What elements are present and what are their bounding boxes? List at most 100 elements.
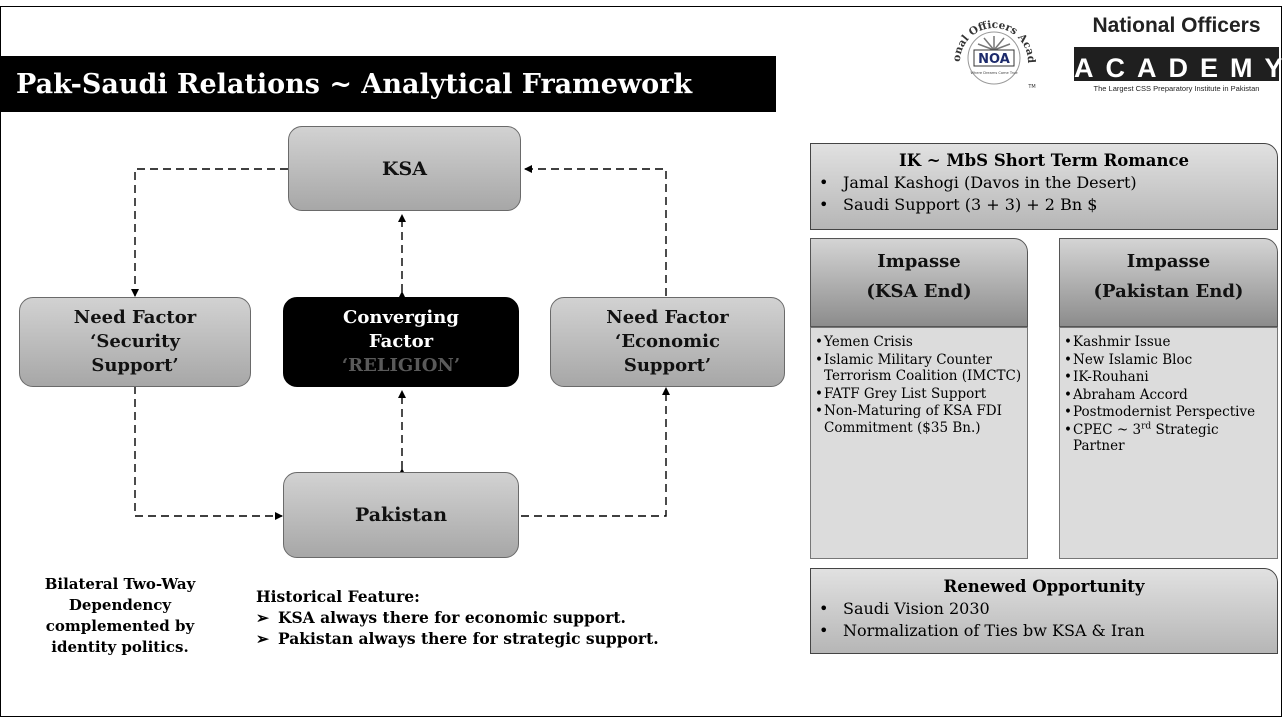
node-security-line2: ‘Security (90, 331, 180, 352)
impasse-pak-item-text: Kashmir Issue (1073, 334, 1171, 350)
historical-feature: Historical Feature: ➢ KSA always there f… (256, 586, 796, 649)
list-item: • Saudi Vision 2030 (819, 598, 1277, 620)
cpec-ordinal: rd (1141, 421, 1152, 431)
romance-item-text: Saudi Support (3 + 3) + 2 Bn $ (843, 195, 1098, 214)
slide-frame (0, 6, 1282, 717)
bullet-icon: • (1064, 386, 1072, 403)
renewed-list: • Saudi Vision 2030 • Normalization of Tie… (811, 598, 1277, 642)
node-economic-line3: Support’ (623, 355, 712, 376)
impasse-ksa-item-text: Yemen Crisis (824, 334, 913, 350)
impasse-ksa-body: •Yemen Crisis •Islamic Military Counter … (810, 327, 1028, 559)
brand-top-text: National Officers (1092, 14, 1261, 37)
impasse-ksa-item-text: Non-Maturing of KSA FDI Commitment ($35 … (824, 403, 1002, 436)
list-item: • Jamal Kashogi (Davos in the Desert) (819, 172, 1277, 194)
bullet-icon: • (819, 621, 829, 640)
historical-item-text: Pakistan always there for strategic supp… (278, 629, 659, 648)
brand-main-text: ACADEMY (1074, 53, 1284, 83)
list-item: •New Islamic Bloc (1064, 352, 1273, 369)
romance-heading: IK ~ MbS Short Term Romance (899, 151, 1189, 170)
seal-tm-text: TM (1027, 84, 1035, 90)
list-item: •Postmodernist Perspective (1064, 404, 1273, 421)
node-converging-line1: Converging (343, 307, 459, 328)
impasse-pak-item-text: Postmodernist Perspective (1073, 404, 1256, 420)
noa-seal-logo: National Officers Academy NOA Where Drea… (948, 10, 1037, 90)
arrow-bullet-icon: ➢ (256, 608, 269, 627)
renewed-heading: Renewed Opportunity (943, 577, 1145, 596)
impasse-pak-cpec-text: CPEC ~ 3rd Strategic Partner (1073, 422, 1273, 455)
bullet-icon: • (1064, 421, 1072, 438)
list-item: •Islamic Military Counter Terrorism Coal… (815, 352, 1023, 385)
brand-academy-block: ACADEMY® (1074, 47, 1283, 83)
list-item: •FATF Grey List Support (815, 386, 1023, 403)
bilateral-line4: identity politics. (51, 638, 189, 656)
arrow-security-to-pakistan (134, 386, 283, 520)
impasse-pakistan-body: •Kashmir Issue •New Islamic Bloc •IK-Rou… (1059, 327, 1278, 559)
bullet-icon: • (815, 351, 823, 368)
cpec-text-end: Strategic Partner (1073, 421, 1219, 455)
impasse-ksa-item-text: Islamic Military Counter Terrorism Coali… (824, 351, 1022, 385)
noa-logo: National Officers Academy NOA Where Drea… (948, 10, 1283, 102)
impasse-pak-title: Impasse (1126, 251, 1211, 272)
historical-item-text: KSA always there for economic support. (278, 608, 626, 627)
list-item: •IK-Rouhani (1064, 369, 1273, 386)
impasse-ksa-title: Impasse (877, 251, 961, 272)
node-need-security: Need Factor ‘Security Support’ (19, 297, 251, 387)
arrow-pakistan-to-economic (521, 387, 670, 517)
node-ksa: KSA (288, 126, 521, 211)
brand-wordmark: National Officers ACADEMY® The Largest C… (1074, 10, 1283, 102)
node-converging-factor: Converging Factor ‘RELIGION’ (283, 297, 519, 387)
node-security-line3: Support’ (91, 355, 179, 376)
romance-item-text: Jamal Kashogi (Davos in the Desert) (843, 173, 1137, 192)
bullet-icon: • (815, 334, 823, 350)
bullet-icon: • (819, 173, 829, 192)
bilateral-line3: complemented by (45, 617, 195, 635)
seal-motto-text: Where Dreams Come True (970, 71, 1018, 75)
impasse-ksa-list: •Yemen Crisis •Islamic Military Counter … (815, 334, 1023, 436)
renewed-item-text: Saudi Vision 2030 (843, 599, 990, 618)
slide-title: Pak-Saudi Relations ~ Analytical Framewo… (16, 68, 693, 100)
historical-heading: Historical Feature: (256, 587, 420, 606)
impasse-pak-list: •Kashmir Issue •New Islamic Bloc •IK-Rou… (1064, 334, 1273, 455)
bullet-icon: • (819, 599, 829, 618)
node-security-line1: Need Factor (73, 307, 197, 328)
impasse-pak-subtitle: (Pakistan End) (1093, 281, 1244, 302)
arrow-ksa-to-security (131, 168, 288, 297)
node-pakistan-label: Pakistan (354, 504, 448, 526)
impasse-ksa-subtitle: (KSA End) (866, 281, 972, 302)
node-economic-line2: ‘Economic (615, 331, 720, 352)
bilateral-line2: Dependency (68, 596, 172, 614)
impasse-pak-item-text: New Islamic Bloc (1073, 351, 1193, 368)
arrow-bullet-icon: ➢ (256, 629, 269, 648)
node-economic-line1: Need Factor (606, 307, 729, 328)
brand-tagline: The Largest CSS Preparatory Institute in… (1093, 84, 1260, 93)
bullet-icon: • (815, 385, 823, 402)
list-item: •Non-Maturing of KSA FDI Commitment ($35… (815, 403, 1023, 436)
bullet-icon: • (1064, 334, 1072, 350)
bilateral-line1: Bilateral Two-Way (44, 575, 196, 593)
arrow-economic-to-ksa (524, 165, 667, 296)
list-item: •Yemen Crisis (815, 334, 1023, 351)
renewed-item-text: Normalization of Ties bw KSA & Iran (843, 621, 1145, 640)
cpec-text-start: CPEC ~ 3 (1073, 421, 1142, 438)
list-item: • Saudi Support (3 + 3) + 2 Bn $ (819, 194, 1277, 216)
node-converging-line2: Factor (368, 331, 434, 352)
bullet-icon: • (1064, 369, 1072, 385)
historical-item: ➢ Pakistan always there for strategic su… (256, 628, 796, 649)
historical-item: ➢ KSA always there for economic support. (256, 607, 796, 628)
impasse-pak-item-text: IK-Rouhani (1073, 369, 1149, 385)
bullet-icon: • (1064, 404, 1072, 420)
bullet-icon: • (819, 195, 829, 214)
bilateral-note: Bilateral Two-Way Dependency complemente… (22, 574, 218, 658)
node-converging-religion: ‘RELIGION’ (341, 355, 461, 376)
impasse-pakistan-header: Impasse (Pakistan End) (1059, 238, 1278, 327)
romance-list: • Jamal Kashogi (Davos in the Desert) • Sa… (811, 172, 1277, 216)
impasse-ksa-item-text: FATF Grey List Support (824, 385, 987, 402)
list-item: •Abraham Accord (1064, 387, 1273, 404)
slide-title-bar: Pak-Saudi Relations ~ Analytical Framewo… (0, 56, 776, 112)
list-item: •Kashmir Issue (1064, 334, 1273, 351)
node-ksa-label: KSA (382, 157, 427, 180)
renewed-panel: Renewed Opportunity • Saudi Vision 2030 •… (810, 568, 1278, 654)
romance-panel: IK ~ MbS Short Term Romance • Jamal Kasho… (810, 143, 1278, 230)
list-item: • Normalization of Ties bw KSA & Iran (819, 620, 1277, 642)
